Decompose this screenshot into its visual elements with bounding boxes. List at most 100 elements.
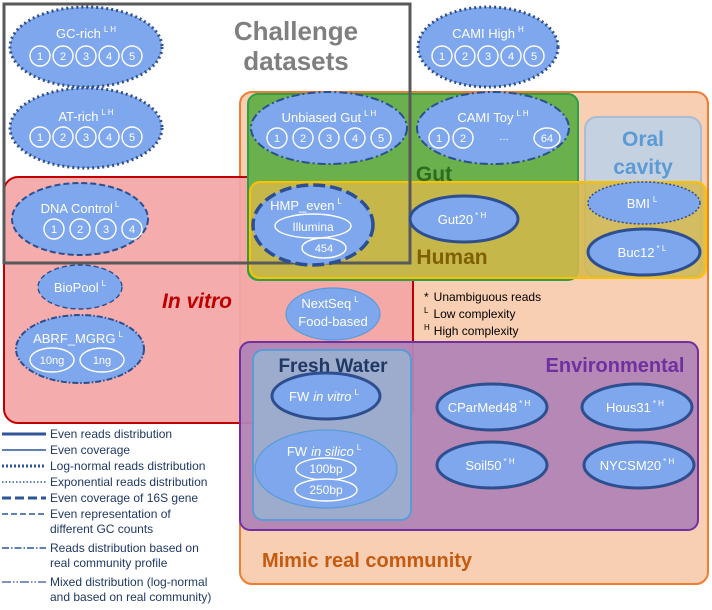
legend-label: different GC counts: [50, 522, 153, 536]
dataset-name: CAMI High: [452, 26, 515, 41]
oral-label-line1: Oral: [622, 128, 664, 151]
dataset-sup: * L: [657, 244, 667, 253]
challenge-label-line1: Challenge: [234, 16, 358, 46]
sub-label: 3: [326, 133, 332, 145]
svg-text:CParMed48* H: CParMed48* H: [448, 399, 531, 415]
legend-label: Reads distribution based on: [50, 541, 199, 555]
dataset-name: Unbiased Gut: [282, 110, 362, 125]
dataset-name: FW: [289, 389, 310, 404]
note-text: Low complexity: [433, 307, 515, 321]
sub-label: 2: [300, 133, 306, 145]
dataset-sup: L: [337, 197, 342, 206]
dataset-sup: L: [357, 443, 362, 452]
sub-label: 4: [352, 133, 358, 145]
challenge-region: [2, 2, 412, 265]
note-mark: H: [424, 323, 430, 332]
legend-label: Even reads distribution: [50, 427, 172, 441]
legend-label: Mixed distribution (log-normal: [50, 575, 207, 589]
dataset-sup: * H: [663, 457, 674, 466]
sub-label: 1: [51, 224, 57, 236]
dataset-sup: L: [354, 295, 359, 304]
legend-label: real community profile: [50, 556, 168, 570]
dna-control-subs: 1 2 3 4: [43, 218, 143, 240]
dataset-sup: L H: [104, 25, 116, 34]
note-mark: L: [424, 306, 429, 315]
sub-label: 4: [106, 132, 112, 144]
legend-item-real-community: Reads distribution based on real communi…: [2, 541, 199, 570]
dataset-name: BMI: [627, 196, 650, 211]
sub-label: 4: [508, 51, 514, 63]
sub-label: 1: [439, 51, 445, 63]
dataset-name: AT-rich: [58, 109, 98, 124]
cami-high-subs: 1 2 3 4 5: [431, 45, 545, 67]
dataset-sup: H: [518, 25, 524, 34]
buc12-dataset: Buc12* L: [586, 227, 702, 277]
dataset-sup: L: [115, 200, 120, 209]
freshwater-label: Fresh Water: [278, 356, 388, 377]
note-text: Unambiguous reads: [434, 290, 541, 304]
sub-label: 2: [460, 133, 466, 145]
legend-label: Log-normal reads distribution: [50, 459, 205, 473]
gc-rich-subs: 1 2 3 4 5: [29, 45, 143, 67]
dataset-name: GC-rich: [56, 26, 101, 41]
dataset-sup: * H: [519, 399, 530, 408]
sub-label: 1: [436, 133, 442, 145]
dataset-sup: * H: [653, 399, 664, 408]
sub-label: 1: [37, 132, 43, 144]
sub-label: 4: [106, 51, 112, 63]
legend-item-even-coverage: Even coverage: [2, 443, 130, 457]
sub-label: 4: [129, 224, 135, 236]
dataset-sup: L H: [364, 109, 376, 118]
dataset-sup: L H: [102, 108, 114, 117]
dataset-name: CParMed48: [448, 400, 517, 415]
sub-label: 10ng: [40, 355, 64, 367]
dataset-name: FW: [287, 444, 308, 459]
challenge-label-line2: datasets: [243, 46, 349, 76]
dataset-sup: L: [653, 195, 658, 204]
svg-text:Hous31* H: Hous31* H: [606, 399, 664, 415]
sub-label: 1ng: [93, 355, 111, 367]
dataset-name: ABRF_MGRG: [33, 331, 115, 346]
sub-label: Illumina: [292, 220, 334, 234]
svg-text:NYCSM20* H: NYCSM20* H: [600, 457, 675, 473]
sub-label: ...: [499, 131, 508, 143]
dataset-italic: in vitro: [313, 389, 351, 404]
dataset-name: Gut20: [438, 212, 473, 227]
dataset-name: BioPool: [54, 280, 99, 295]
dataset-italic: in silico: [311, 444, 354, 459]
dataset-name: Soil50: [465, 458, 501, 473]
mimic-label: Mimic real community: [262, 550, 473, 572]
sub-label: 454: [315, 243, 333, 255]
dataset-name: CAMI Toy: [457, 110, 514, 125]
dataset-name: Hous31: [606, 400, 651, 415]
at-rich-subs: 1 2 3 4 5: [29, 126, 143, 148]
sub-label: 3: [83, 132, 89, 144]
dataset-sup: L: [102, 279, 107, 288]
legend-label: Even coverage: [50, 443, 130, 457]
invitro-label: In vitro: [162, 290, 232, 313]
abrf-mgrg-subs: 10ng 1ng: [29, 347, 125, 373]
hmp-even-subs: Illumina 454: [274, 213, 352, 259]
sub-label: 5: [129, 132, 135, 144]
oral-label-line2: cavity: [613, 156, 673, 179]
cparmed48-dataset: CParMed48* H: [435, 382, 549, 432]
